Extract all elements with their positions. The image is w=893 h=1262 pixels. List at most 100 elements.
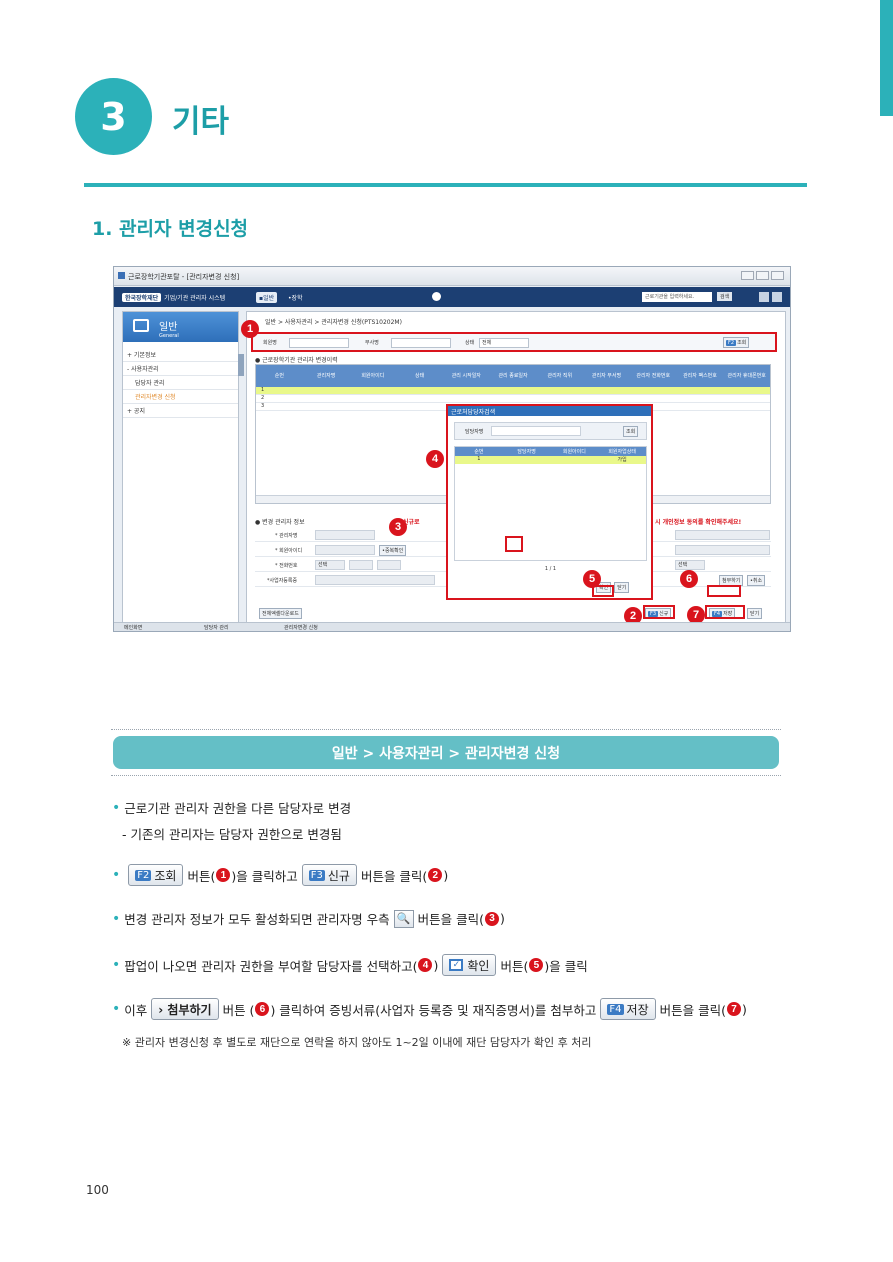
right-field[interactable] (675, 530, 770, 540)
confirm-button-image: ✓확인 (442, 954, 497, 976)
member-name-input[interactable] (289, 338, 349, 348)
grid-col[interactable]: 관리 종료일자 (498, 373, 528, 379)
popup-confirm-button[interactable]: 확인 (596, 582, 612, 593)
business-license-field[interactable] (315, 575, 435, 585)
breadcrumb: 일반 > 사용자관리 > 관리자변경 신청(PTS10202M) (265, 319, 402, 326)
system-label: 기업/기관 관리자 시스템 (164, 295, 226, 302)
cancel-button[interactable]: •취소 (747, 575, 766, 586)
sidebar-item-notice[interactable]: + 공지 (123, 404, 238, 418)
table-row[interactable]: 2 (256, 395, 770, 403)
bullet-text: 팝업이 나오면 관리자 권한을 부여할 담당자를 선택하고( (124, 958, 418, 974)
close-icon[interactable] (771, 271, 784, 280)
table-row[interactable]: 1 (256, 387, 770, 395)
popup-pager[interactable]: 1 / 1 (544, 566, 557, 572)
bullet-text: ) (433, 957, 439, 973)
sidebar-menu: + 기본정보 - 사용자관리 담당자 관리 관리자변경 신청 + 공지 (123, 348, 238, 418)
search-input[interactable]: 근로기관을 입력하세요. (642, 292, 712, 302)
admin-name-field[interactable] (315, 530, 375, 540)
sidebar-item-admin-change[interactable]: 관리자변경 신청 (123, 390, 238, 404)
popup-col[interactable]: 담당자명 (517, 449, 536, 455)
phone-label: * 전화번호 (275, 563, 298, 569)
sidebar-title: 일반 (159, 322, 178, 333)
member-id-label: * 회원아이디 (275, 548, 303, 554)
business-input[interactable] (391, 338, 451, 348)
page-number: 100 (86, 1183, 109, 1197)
bullet-text: 이후 (124, 1002, 148, 1018)
sidebar-item-user-mgmt[interactable]: - 사용자관리 (123, 362, 238, 376)
highlight-attach (707, 585, 741, 597)
grid-col[interactable]: 관리자 부서명 (591, 373, 622, 379)
popup-col[interactable]: 순번 (474, 449, 484, 455)
mail-icon[interactable] (772, 292, 782, 302)
bullet-text: )을 클릭 (544, 958, 588, 974)
status-tab-main[interactable]: 메인화면 (124, 625, 143, 631)
step-marker-4: 4 (426, 450, 444, 468)
phone-select-right[interactable]: 선택 (675, 560, 705, 570)
divider (111, 729, 781, 730)
grid-col[interactable]: 관리자명 (316, 373, 336, 379)
phone-part3[interactable] (377, 560, 401, 570)
note: ※ 관리자 변경신청 후 별도로 재단으로 연락을 하지 않아도 1~2일 이내… (122, 1036, 592, 1049)
nav-tab-general[interactable]: ▪일반 (256, 292, 278, 303)
search-button[interactable]: 검색 (717, 292, 733, 301)
table-row[interactable]: 1 가입 (455, 456, 646, 464)
bullet-5: • 이후 › 첨부하기 버튼 (6) 클릭하여 증빙서류(사업자 등록증 및 재… (112, 998, 747, 1020)
grid-col[interactable]: 관리자 직위 (547, 373, 573, 379)
popup-col[interactable]: 회원아이디 (562, 449, 586, 455)
close-button[interactable]: 닫기 (747, 608, 763, 619)
status-tab-manager[interactable]: 담당자 관리 (204, 625, 229, 631)
excel-download-button[interactable]: 전체엑셀다운로드 (259, 608, 302, 619)
grid-col[interactable]: 관리자 휴대폰번호 (727, 373, 766, 379)
grid-col[interactable]: 관리 시작일자 (451, 373, 481, 379)
sidebar-item-manager[interactable]: 담당자 관리 (123, 376, 238, 390)
divider (111, 775, 781, 776)
popup-search-button[interactable]: 조회 (623, 426, 639, 437)
home-icon[interactable] (432, 292, 441, 301)
bullet-text: ) (499, 911, 505, 926)
check-icon: ✓ (449, 959, 464, 971)
f4-key-label: F4 (607, 1003, 624, 1015)
right-field[interactable] (675, 545, 770, 555)
phone-select[interactable]: 선택 (315, 560, 345, 570)
member-name-label: 회원명 (263, 340, 277, 346)
logo: 한국장학재단 (122, 293, 162, 302)
grid-header: 순번 관리자명 회원아이디 상태 관리 시작일자 관리 종료일자 관리자 직위 … (256, 365, 770, 387)
step-number: 5 (529, 958, 544, 972)
f4-key-label: F4 (712, 611, 723, 617)
step-marker-7: 7 (687, 606, 705, 624)
status-select[interactable]: 전체 (479, 338, 529, 348)
popup-cell: 가입 (617, 457, 627, 463)
highlight-confirm (592, 585, 614, 597)
info-warning: ※ 신규로 (395, 519, 420, 526)
grid-col[interactable]: 관리자 팩스번호 (683, 373, 717, 379)
bullet-1-sub: - 기존의 관리자는 담당자 권한으로 변경됨 (122, 827, 342, 842)
grid-col[interactable]: 순번 (274, 373, 284, 379)
window-controls (741, 271, 784, 280)
grid-title: ● 근로장학기관 관리자 변경이력 (255, 357, 338, 364)
grid-col[interactable]: 상태 (414, 373, 425, 379)
side-tab (880, 0, 893, 116)
minimize-icon[interactable] (741, 271, 754, 280)
member-id-field[interactable] (315, 545, 375, 555)
status-tab-admin-change[interactable]: 관리자변경 신청 (284, 625, 318, 631)
bullet-4: • 팝업이 나오면 관리자 권한을 부여할 담당자를 선택하고(4) ✓확인 버… (112, 954, 588, 976)
popup-col[interactable]: 회원자업상태 (608, 449, 636, 455)
popup-search-input[interactable] (491, 426, 581, 436)
nav-tab-scholarship[interactable]: •장학 (288, 295, 303, 302)
maximize-icon[interactable] (756, 271, 769, 280)
phone-part2[interactable] (349, 560, 373, 570)
sidebar-item-basic-info[interactable]: + 기본정보 (123, 348, 238, 362)
popup-cell (551, 456, 599, 464)
sidebar-collapse-handle[interactable] (238, 354, 244, 376)
grid-col[interactable]: 회원아이디 (361, 373, 385, 379)
chart-icon[interactable] (759, 292, 769, 302)
popup-close-button[interactable]: 닫기 (614, 582, 630, 593)
app-icon (118, 272, 125, 279)
id-check-button[interactable]: •중복확인 (379, 545, 407, 556)
popup-title: 근로처담당자검색 (448, 406, 651, 416)
grid-col[interactable]: 관리자 전화번호 (636, 373, 671, 379)
